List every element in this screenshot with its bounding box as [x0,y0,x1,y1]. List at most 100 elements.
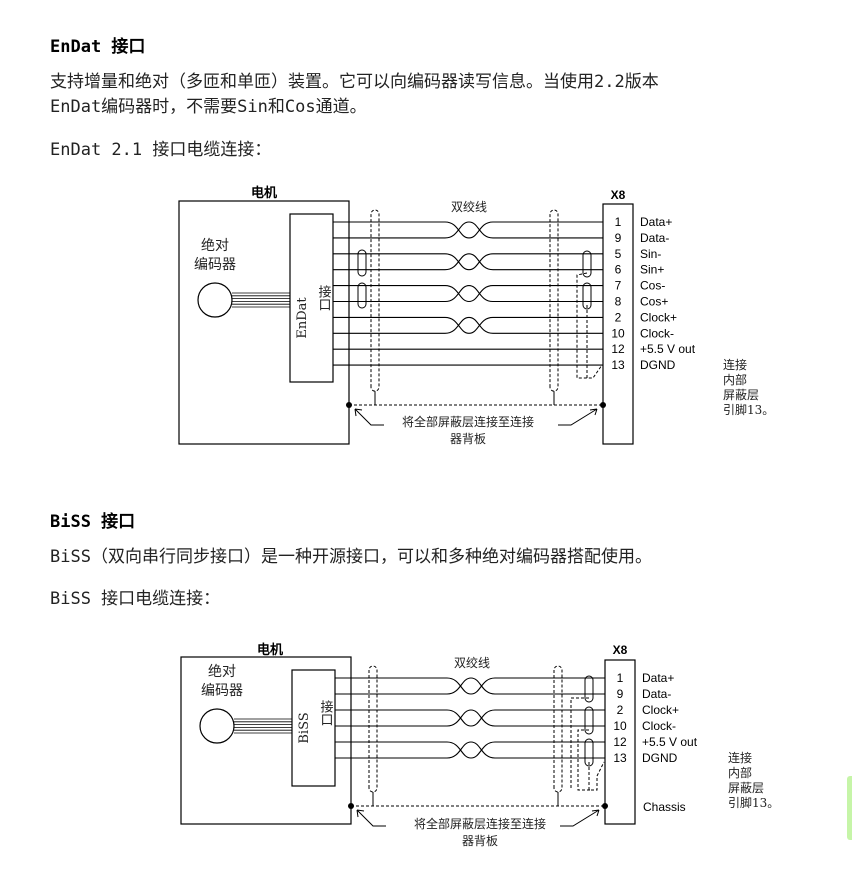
pair-shield [582,282,592,310]
biss-heading: BiSS 接口 [50,512,136,532]
cable-wire [335,677,605,695]
shield-note-line-1: 将全部屏蔽层连接至连接 [402,414,534,429]
arrow-left [354,408,384,426]
cable-shield [368,665,378,793]
cable-wire [333,316,603,334]
pin-number: 9 [615,231,622,245]
cable-wire [335,677,605,695]
pin-number: 12 [611,342,625,356]
pin-number: 10 [613,719,627,733]
cable-wire [335,741,605,759]
pin-number: 1 [617,671,624,685]
side-note-line: 内部 [723,372,747,387]
ground-node [600,402,606,408]
interface-block [291,669,336,787]
chassis-label: Chassis [643,800,686,814]
encoder-circle [199,708,235,744]
interface-label-2: 接口 [318,699,334,726]
encoder-label-1: 绝对 [201,238,229,254]
cable-wire [333,253,603,271]
biss-paragraph: BiSS（双向串行同步接口）是一种开源接口，可以和多种绝对编码器搭配使用。 [50,547,652,567]
ground-node [348,803,354,809]
interface-label-1: EnDat [295,297,310,339]
pair-shield [584,706,594,735]
pair-drain [576,272,603,379]
pin-signal: Clock- [642,719,676,733]
cable-wire [335,709,605,727]
pin-number: 7 [615,279,622,293]
pin-number: 9 [617,687,624,701]
interface-block [289,213,334,383]
cable-shield [549,209,559,392]
cable-wire [333,221,603,239]
motor-box [180,656,352,825]
cable-wire [333,285,603,303]
pin-number: 8 [615,295,622,309]
pin-number: 12 [613,735,627,749]
pin-number: 5 [615,247,622,261]
pin-signal: Clock+ [640,310,677,324]
cable-wire [335,709,605,727]
pin-number: 6 [615,263,622,277]
encoder-label-2: 编码器 [201,683,243,699]
pin-signal: +5.5 V out [642,735,698,749]
pin-signal: +5.5 V out [640,342,696,356]
connector-x8 [602,203,634,445]
pin-signal: Clock- [640,326,674,340]
pin-signal: Data- [642,687,671,701]
side-note-line: 引脚13。 [723,402,774,417]
twisted-pair-label: 双绞线 [451,199,487,214]
endat-heading: EnDat 接口 [50,37,146,57]
pin-signal: Clock+ [642,703,679,717]
pin-number: 10 [611,326,625,340]
encoder-circle [197,282,233,318]
pair-shield [357,249,367,277]
connector-label: X8 [613,643,628,657]
cable-wire [335,741,605,759]
pin-number: 2 [615,310,622,324]
shield-note-line-2: 器背板 [450,432,486,446]
ground-node [602,803,608,809]
scroll-indicator[interactable] [847,776,852,840]
side-note-line: 屏蔽层 [728,781,764,795]
cable-wire [333,285,603,303]
pair-drain [577,729,590,791]
pair-shield [357,282,367,309]
encoder-label-2: 编码器 [194,257,236,273]
motor-label: 电机 [251,185,277,200]
pin-signal: Data+ [640,215,672,229]
pin-signal: DGND [642,751,678,765]
arrow-right [560,809,600,827]
pair-shield [582,250,592,278]
motor-box [178,200,350,445]
side-note-line: 连接 [723,357,747,372]
pin-signal: Cos- [640,279,665,293]
pair-shield [584,738,594,767]
pair-shield [584,675,594,703]
pin-number: 2 [617,703,624,717]
cable-shield [370,209,380,392]
ground-node [346,402,352,408]
endat-paragraph-line-2: EnDat编码器时，不需要Sin和Cos通道。 [50,97,367,117]
cable-wire [333,316,603,334]
side-note-line: 引脚13。 [728,795,779,810]
pin-number: 1 [615,215,622,229]
cable-wire [333,253,603,271]
pin-signal: Data+ [642,671,674,685]
cable-wire [333,221,603,239]
interface-label-1: BiSS [297,712,312,743]
pin-signal: Data- [640,231,669,245]
shield-note-line-1: 将全部屏蔽层连接至连接 [414,816,546,831]
cable-shield [553,665,563,793]
endat-cable-caption: EnDat 2.1 接口电缆连接： [50,140,272,160]
interface-label-2: 接口 [316,284,332,311]
pin-number: 13 [613,751,627,765]
pin-signal: Cos+ [640,295,668,309]
arrow-right [558,408,598,426]
pair-drain [570,697,589,790]
encoder-label-1: 绝对 [208,664,236,680]
pair-drain [588,761,605,791]
motor-label: 电机 [257,642,283,657]
pin-signal: Sin- [640,247,661,261]
